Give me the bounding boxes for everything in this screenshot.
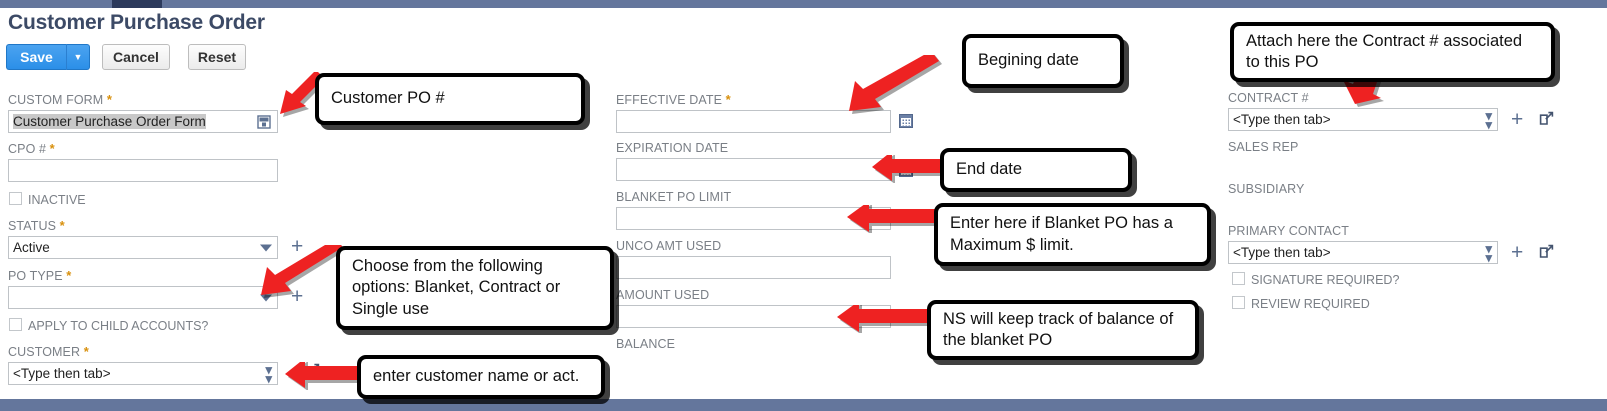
required-marker: * xyxy=(49,141,55,156)
sales-rep-label: SALES REP xyxy=(1228,140,1299,154)
annotation-arrow-effective-date xyxy=(849,55,942,114)
primary-contact-value: <Type then tab> xyxy=(1233,245,1331,260)
subsidiary-field: SUBSIDIARY xyxy=(1228,182,1305,196)
annotation-arrow-po-type xyxy=(261,245,346,298)
double-chevron-down-icon[interactable]: ▾▾ xyxy=(1485,241,1492,264)
annotation-arrow-expiration-date xyxy=(872,155,948,183)
inactive-checkbox[interactable] xyxy=(9,192,22,205)
amount-used-field: AMOUNT USED xyxy=(616,288,891,328)
amount-used-label: AMOUNT USED xyxy=(616,288,710,302)
status-add-button[interactable]: + xyxy=(291,235,304,258)
top-navigation-active-tab[interactable] xyxy=(112,0,162,8)
contract-number-value: <Type then tab> xyxy=(1233,112,1331,127)
status-field: STATUS * Active xyxy=(8,218,278,259)
unco-amt-used-input[interactable] xyxy=(616,256,891,279)
callout-begining-date: Begining date xyxy=(962,34,1124,88)
balance-value-readonly xyxy=(616,354,891,377)
contract-number-input[interactable]: <Type then tab> ▾▾ xyxy=(1228,108,1498,131)
status-label: STATUS * xyxy=(8,218,65,233)
top-navigation-bar xyxy=(0,0,1607,8)
required-marker: * xyxy=(83,344,89,359)
cpo-number-input[interactable] xyxy=(8,159,278,182)
customer-value: <Type then tab> xyxy=(13,366,111,381)
cpo-number-label: CPO # * xyxy=(8,141,55,156)
chevron-down-icon[interactable] xyxy=(260,294,272,301)
review-required-label: REVIEW REQUIRED xyxy=(1251,297,1370,311)
chevron-down-icon[interactable] xyxy=(260,244,272,251)
unco-amt-used-field: UNCO AMT USED xyxy=(616,239,891,279)
required-marker: * xyxy=(59,218,65,233)
po-type-field: PO TYPE * xyxy=(8,268,278,309)
balance-field: BALANCE xyxy=(616,337,891,377)
apply-to-child-accounts-checkbox[interactable] xyxy=(9,318,22,331)
customer-label: CUSTOMER * xyxy=(8,344,89,359)
inactive-label: INACTIVE xyxy=(28,193,86,207)
review-required-checkbox[interactable] xyxy=(1232,296,1245,309)
custom-form-label: CUSTOM FORM * xyxy=(8,92,113,107)
blanket-po-limit-field: BLANKET PO LIMIT xyxy=(616,190,891,230)
balance-label: BALANCE xyxy=(616,337,676,351)
status-value: Active xyxy=(13,240,50,255)
annotation-arrow-blanket-po-limit xyxy=(847,205,944,233)
required-marker: * xyxy=(106,92,113,107)
contract-number-label: CONTRACT # xyxy=(1228,91,1309,105)
reset-button[interactable]: Reset xyxy=(188,44,246,70)
page-title: Customer Purchase Order xyxy=(8,11,265,34)
customer-field: CUSTOMER * <Type then tab> ▾▾ xyxy=(8,344,278,385)
cancel-button[interactable]: Cancel xyxy=(102,44,170,70)
contract-number-open-record-icon[interactable] xyxy=(1539,111,1554,126)
primary-contact-input[interactable]: <Type then tab> ▾▾ xyxy=(1228,241,1498,264)
po-type-add-button[interactable]: + xyxy=(291,285,304,308)
cpo-number-field: CPO # * xyxy=(8,141,278,182)
contract-number-field: CONTRACT # <Type then tab> ▾▾ xyxy=(1228,91,1498,131)
custom-form-field: CUSTOM FORM * Customer Purchase Order Fo… xyxy=(8,92,278,133)
primary-contact-add-button[interactable]: + xyxy=(1511,241,1524,264)
po-type-select[interactable] xyxy=(8,286,278,309)
callout-po-type-options: Choose from the following options: Blank… xyxy=(336,246,614,330)
customer-input[interactable]: <Type then tab> ▾▾ xyxy=(8,362,278,385)
save-button[interactable]: Save xyxy=(6,44,66,70)
sales-rep-field: SALES REP xyxy=(1228,140,1298,154)
status-select[interactable]: Active xyxy=(8,236,278,259)
bottom-status-bar xyxy=(0,399,1607,411)
custom-form-value: Customer Purchase Order Form xyxy=(13,114,206,129)
double-chevron-down-icon[interactable]: ▾▾ xyxy=(265,362,272,385)
expiration-date-input[interactable] xyxy=(616,158,891,181)
calendar-icon[interactable] xyxy=(899,114,913,128)
signature-required-checkbox[interactable] xyxy=(1232,272,1245,285)
effective-date-label: EFFECTIVE DATE * xyxy=(616,92,731,107)
contract-number-add-button[interactable]: + xyxy=(1511,108,1524,131)
double-chevron-down-icon[interactable]: ▾▾ xyxy=(1485,108,1492,131)
signature-required-label: SIGNATURE REQUIRED? xyxy=(1251,273,1400,287)
blanket-po-limit-label: BLANKET PO LIMIT xyxy=(616,190,732,204)
form-picker-icon[interactable] xyxy=(257,115,271,129)
callout-end-date: End date xyxy=(940,148,1132,192)
unco-amt-used-label: UNCO AMT USED xyxy=(616,239,722,253)
callout-customer-name: enter customer name or act. xyxy=(357,355,605,399)
effective-date-field: EFFECTIVE DATE * xyxy=(616,92,891,133)
callout-balance-tracking: NS will keep track of balance of the bla… xyxy=(927,300,1199,360)
required-marker: * xyxy=(725,92,731,107)
effective-date-input[interactable] xyxy=(616,110,891,133)
callout-customer-po-number: Customer PO # xyxy=(315,73,585,125)
primary-contact-open-record-icon[interactable] xyxy=(1539,244,1554,259)
annotation-arrow-customer xyxy=(285,362,361,390)
expiration-date-field: EXPIRATION DATE xyxy=(616,141,891,181)
save-dropdown-arrow-icon[interactable]: ▼ xyxy=(66,44,90,70)
callout-contract-attach: Attach here the Contract # associated to… xyxy=(1230,22,1555,82)
subsidiary-label: SUBSIDIARY xyxy=(1228,182,1305,196)
required-marker: * xyxy=(66,268,72,283)
expiration-date-label: EXPIRATION DATE xyxy=(616,141,729,155)
callout-blanket-po-limit: Enter here if Blanket PO has a Maximum $… xyxy=(934,203,1211,266)
po-type-label: PO TYPE * xyxy=(8,268,72,283)
annotation-arrow-amount-used xyxy=(837,305,938,333)
primary-contact-field: PRIMARY CONTACT <Type then tab> ▾▾ xyxy=(1228,224,1498,264)
custom-form-input[interactable]: Customer Purchase Order Form xyxy=(8,110,278,133)
primary-contact-label: PRIMARY CONTACT xyxy=(1228,224,1349,238)
apply-to-child-accounts-label: APPLY TO CHILD ACCOUNTS? xyxy=(28,319,209,333)
